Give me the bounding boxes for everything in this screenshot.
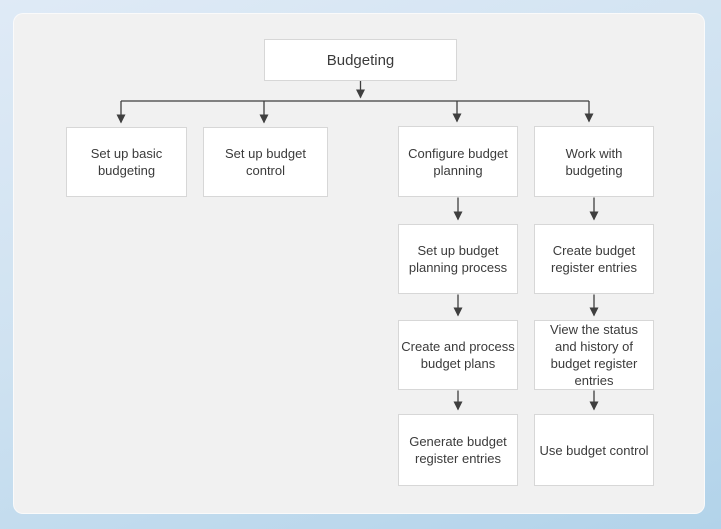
node-label: Budgeting <box>326 51 395 69</box>
node-budgeting: Budgeting <box>264 39 457 81</box>
node-label: Set up basic budgeting <box>90 146 163 178</box>
node-set-up-budget-planning-process: Set up budget planning process <box>398 224 518 294</box>
node-configure-budget-planning: Configure budget planning <box>398 126 518 197</box>
node-label: Use budget control <box>539 442 649 458</box>
node-use-budget-control: Use budget control <box>534 414 654 486</box>
node-label: Generate budget register entries <box>409 434 507 466</box>
node-work-with-budgeting: Work with budgeting <box>534 126 654 197</box>
node-label: Create budget register entries <box>551 243 637 275</box>
node-label: Configure budget planning <box>408 145 508 178</box>
node-view-status-and-history: View the status and history of budget re… <box>534 320 654 390</box>
node-label: Create and process budget plans <box>401 339 515 371</box>
node-create-and-process-budget-plans: Create and process budget plans <box>398 320 518 390</box>
node-label: Work with budgeting <box>565 145 623 178</box>
node-label: View the status and history of budget re… <box>550 322 638 388</box>
node-create-budget-register-entries: Create budget register entries <box>534 224 654 294</box>
node-set-up-basic-budgeting: Set up basic budgeting <box>66 127 187 197</box>
node-label: Set up budget control <box>225 146 306 178</box>
node-set-up-budget-control: Set up budget control <box>203 127 328 197</box>
node-label: Set up budget planning process <box>408 243 508 275</box>
node-generate-budget-register-entries: Generate budget register entries <box>398 414 518 486</box>
